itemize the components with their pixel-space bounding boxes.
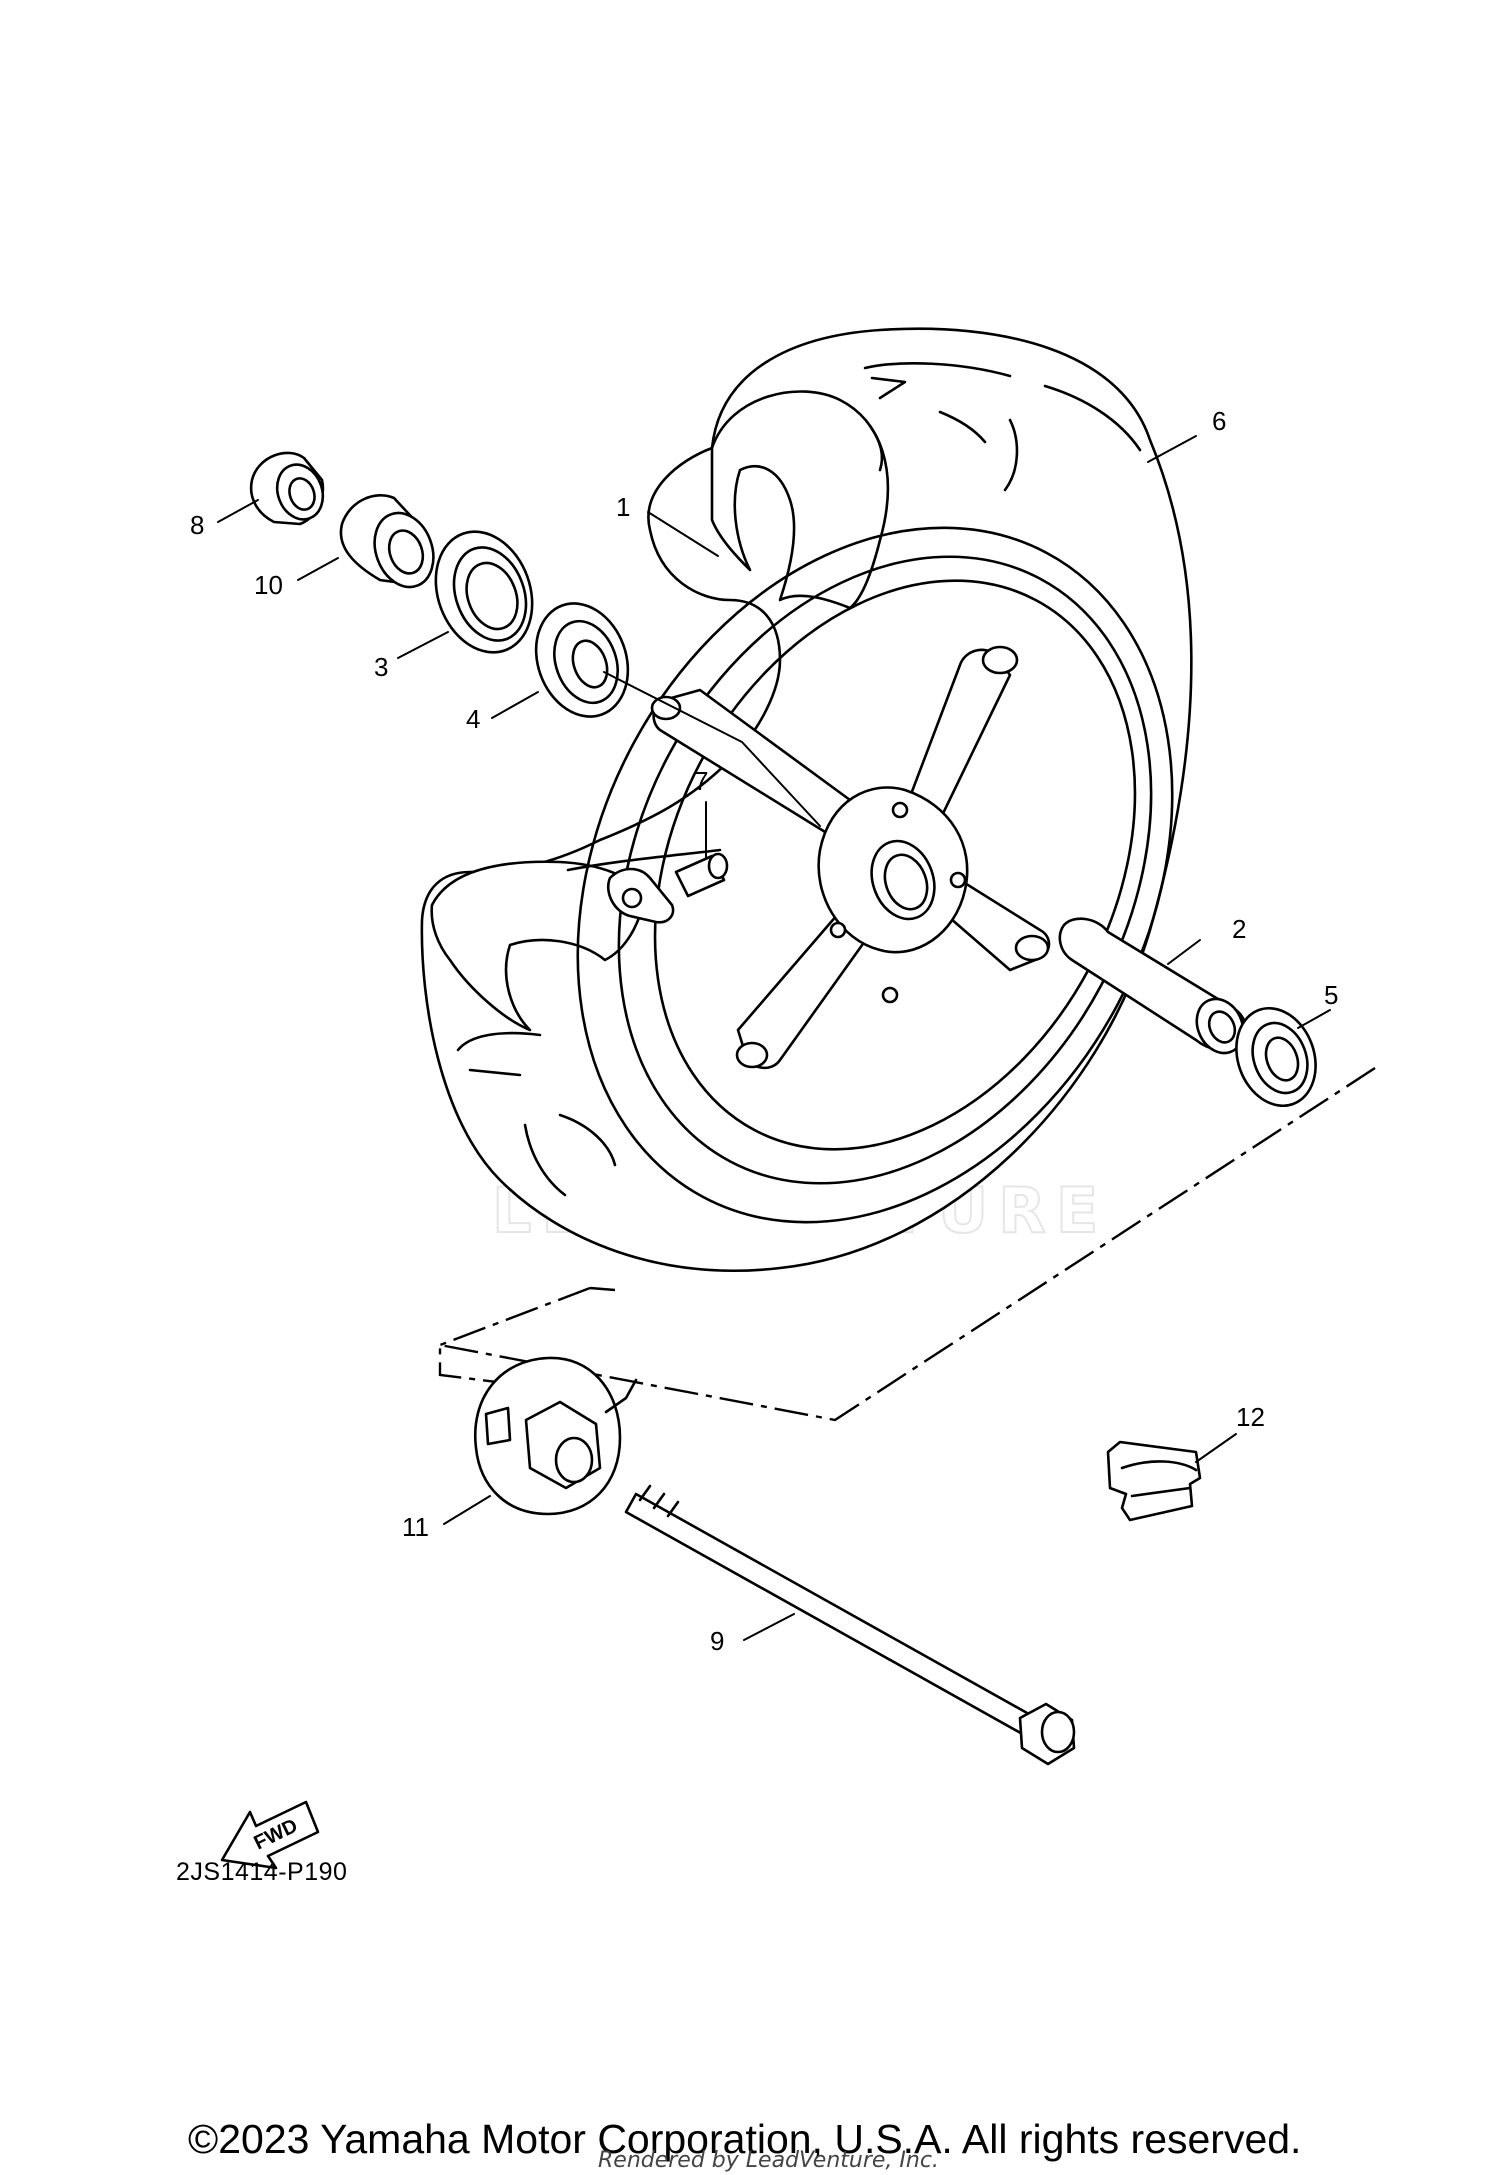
callout-11: 11 xyxy=(402,1512,429,1542)
callouts: 1 2 3 4 5 6 7 8 9 10 11 12 xyxy=(190,406,1338,1656)
spoke-boss xyxy=(650,695,682,721)
sensor-lead xyxy=(604,1378,638,1414)
tread-mark xyxy=(863,362,1012,378)
bolt-hole xyxy=(881,986,899,1004)
tread-mark xyxy=(938,410,987,444)
part-10-collar xyxy=(339,493,435,589)
gear-bore xyxy=(554,1436,594,1484)
collar-bore xyxy=(387,529,425,575)
bolt-hole xyxy=(949,871,967,889)
part-7-valve xyxy=(674,852,729,898)
valve-cap xyxy=(707,852,729,880)
callout-10: 10 xyxy=(254,570,283,600)
tread-mark xyxy=(558,1113,617,1167)
callout-3: 3 xyxy=(374,652,388,682)
bearing-bore xyxy=(1264,1036,1300,1082)
seal-lip xyxy=(452,546,528,642)
leader-2 xyxy=(1167,939,1201,965)
part-9-axle xyxy=(624,1484,1076,1766)
tread-mark xyxy=(1003,418,1019,492)
seal-bore xyxy=(465,561,519,631)
tread-mark xyxy=(523,1123,567,1197)
tread-mark xyxy=(468,1068,522,1077)
bolt-hole xyxy=(829,921,847,939)
hub-bore-inner xyxy=(883,853,929,911)
gear-tab xyxy=(484,1406,512,1446)
bearing-race xyxy=(553,619,619,705)
leader-12 xyxy=(1195,1433,1237,1463)
clip-body xyxy=(1106,1440,1202,1522)
leader-9 xyxy=(743,1613,795,1641)
leader-4 xyxy=(491,691,539,719)
part-8-nut xyxy=(249,451,325,526)
callout-9: 9 xyxy=(710,1626,724,1656)
spoke-boss xyxy=(735,1041,769,1069)
bearing-race xyxy=(1251,1021,1309,1095)
tread-mark xyxy=(456,1031,542,1052)
bearing-bore xyxy=(571,639,609,689)
tread-mark xyxy=(868,424,884,472)
part-12-clip xyxy=(1106,1440,1202,1522)
diagram-code: 2JS1414-P190 xyxy=(176,1858,348,1886)
bolt-hole xyxy=(891,801,909,819)
part-4-bearing xyxy=(534,602,630,718)
rim-outer xyxy=(576,526,1174,1224)
spoke-boss xyxy=(981,645,1019,675)
collar-bore xyxy=(1207,1010,1237,1044)
tire-cutaway-top xyxy=(710,390,890,610)
callout-1: 1 xyxy=(616,492,630,522)
spoke-boss xyxy=(1014,934,1050,962)
axle-thread xyxy=(638,1484,680,1518)
part-2-collar xyxy=(1058,917,1248,1055)
callout-5: 5 xyxy=(1324,980,1338,1010)
leader-11 xyxy=(443,1495,491,1525)
leader-10 xyxy=(297,557,339,581)
nut-bore xyxy=(288,477,316,511)
part-11-meter-gear xyxy=(473,1356,638,1516)
bearing-outer xyxy=(534,602,630,718)
callout-7: 7 xyxy=(694,766,708,796)
tread-mark xyxy=(870,376,907,400)
leader-8 xyxy=(217,499,259,523)
tire-assembly xyxy=(420,327,1193,1272)
callout-2: 2 xyxy=(1232,914,1246,944)
callout-8: 8 xyxy=(190,510,204,540)
valve-stem-hole xyxy=(621,887,643,909)
hub-bore xyxy=(870,839,936,921)
leader-6 xyxy=(1147,435,1197,463)
callout-6: 6 xyxy=(1212,406,1226,436)
axle-centerline xyxy=(603,671,821,827)
rim-inner xyxy=(617,555,1153,1185)
leader-3 xyxy=(397,631,449,659)
leader-lines xyxy=(217,435,1331,1641)
part-3-oil-seal xyxy=(434,530,534,654)
rendered-by-notice: Rendered by LeadVenture, Inc. xyxy=(598,2148,939,2173)
callout-4: 4 xyxy=(466,704,480,734)
callout-12: 12 xyxy=(1236,1402,1265,1432)
leader-5 xyxy=(1297,1009,1331,1029)
assembly-line xyxy=(438,1066,1376,1422)
part-5-bearing xyxy=(1235,1006,1317,1108)
axle-head-face xyxy=(1040,1710,1076,1754)
axle-shaft xyxy=(624,1492,1038,1738)
leader-1 xyxy=(647,511,719,557)
seal-outer xyxy=(434,530,534,654)
tread-mark xyxy=(1043,384,1142,452)
copyright-notice: ©2023 Yamaha Motor Corporation, U.S.A. A… xyxy=(188,2116,1302,2162)
clip-detail xyxy=(1120,1460,1198,1498)
